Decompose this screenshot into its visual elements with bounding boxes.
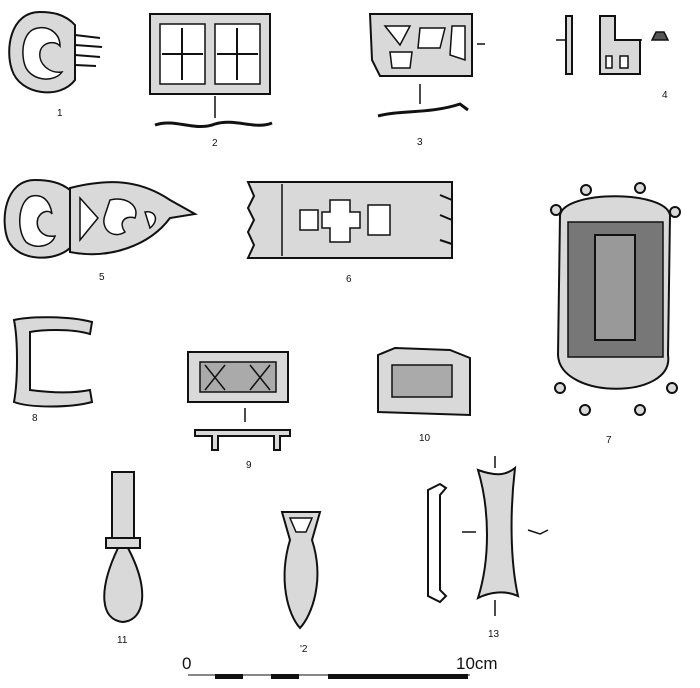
label-9: 9 <box>246 460 252 471</box>
artifact-8-buckle-frame <box>12 316 94 408</box>
label-3: 3 <box>417 137 423 148</box>
artifact-12-strap-end <box>280 511 322 630</box>
scale-end-label: 10cm <box>456 654 498 673</box>
artifact-6-openwork-plate <box>246 181 453 259</box>
label-6: 6 <box>346 274 352 285</box>
artifact-7-large-mount <box>550 182 681 416</box>
label-10: 10 <box>419 433 431 444</box>
label-8: 8 <box>32 413 38 424</box>
artifact-1-buckle <box>8 10 103 94</box>
label-2: 2 <box>212 138 218 149</box>
artifact-10-mount <box>377 346 471 417</box>
label-7: 7 <box>606 435 612 446</box>
artifact-3-openwork-fragment <box>368 13 485 118</box>
label-1: 1 <box>57 108 63 119</box>
artifact-5-buckle-with-plate <box>3 178 198 259</box>
label-5: 5 <box>99 272 105 283</box>
label-11: 11 <box>117 635 128 646</box>
label-4: 4 <box>662 90 668 101</box>
label-13: 13 <box>488 629 500 640</box>
artifact-9-mount <box>187 351 291 451</box>
artifact-2-openwork-plate <box>149 13 273 129</box>
label-12: '2 <box>300 644 308 655</box>
artifact-13-plate <box>427 456 549 616</box>
artifact-4-strap-end <box>556 15 670 75</box>
scale-bar: 0 10cm <box>182 654 498 679</box>
scale-start-label: 0 <box>182 654 191 673</box>
artifact-11-strap-end <box>103 471 144 624</box>
